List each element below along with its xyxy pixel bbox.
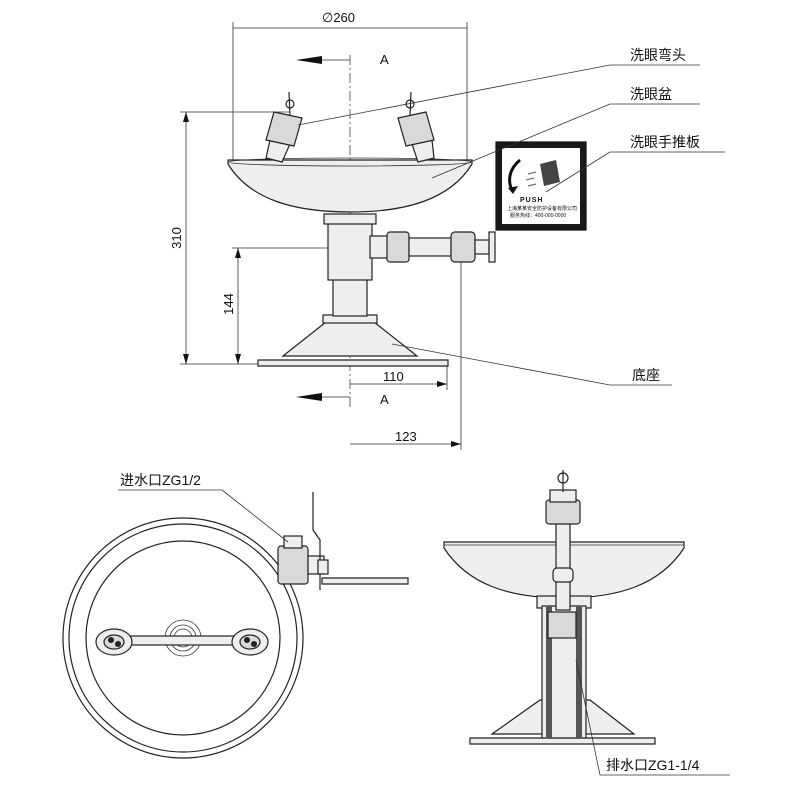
front-elevation: ∅260 A A 310 144 110 [169, 10, 725, 450]
dim-center-plate: 123 [395, 429, 417, 444]
nozzle-right [397, 91, 435, 163]
leader-inlet [221, 489, 289, 543]
callout-bowl: 洗眼盆 [630, 86, 672, 102]
inlet-valve-plan [277, 545, 309, 585]
side-drain-fitting [547, 611, 577, 639]
side-base-plate [469, 737, 656, 745]
hand-icon [540, 160, 560, 186]
side-riser [555, 519, 571, 611]
callout-drain: 排水口ZG1-1/4 [606, 757, 700, 773]
section-mark-top: A [380, 52, 389, 67]
push-line2: 服务热线：400-000-0000 [510, 212, 566, 219]
valve-bracket [488, 231, 496, 263]
eyewash-bowl [227, 159, 473, 213]
callout-nozzle: 洗眼弯头 [630, 47, 686, 63]
leader-nozzle [297, 64, 611, 126]
section-mark-bottom: A [380, 392, 389, 407]
bowl-outer-rim [62, 517, 304, 759]
leader-drain [575, 659, 601, 776]
dim-diameter: ∅260 [322, 10, 355, 25]
bowl-inner [85, 540, 281, 736]
push-label: PUSH [520, 197, 543, 204]
leader-base [391, 343, 611, 386]
dim-height-total: 310 [169, 227, 184, 249]
push-plate-plan [321, 577, 409, 585]
mount-bracket [312, 492, 321, 590]
section-arrow-bottom: A [296, 392, 389, 407]
base-cone [281, 321, 419, 357]
push-plate: PUSH 上海某某安全防护设备有限公司 服务热线：400-000-0000 [495, 141, 587, 231]
callout-push-plate: 洗眼手推板 [630, 134, 700, 150]
leader-bowl [431, 103, 611, 179]
valve-stem [474, 239, 490, 255]
side-nozzle-head [545, 499, 581, 525]
pipe-lower [332, 277, 368, 317]
side-section-view: 排水口ZG1-1/4 [443, 470, 730, 776]
callout-inlet: 进水口ZG1/2 [120, 472, 201, 488]
inlet-pipe [408, 237, 452, 257]
dim-base-radius: 110 [383, 369, 404, 384]
tee-fitting [369, 235, 389, 259]
base-plate [257, 359, 449, 367]
callout-base: 底座 [632, 367, 660, 383]
push-line1: 上海某某安全防护设备有限公司 [507, 205, 577, 212]
section-arrow-top: A [296, 52, 389, 67]
inlet-coupling [386, 231, 410, 263]
spray-bar [117, 635, 247, 646]
dim-height-pipe: 144 [221, 293, 236, 315]
pipe-collar [323, 213, 377, 225]
ball-valve [450, 231, 476, 263]
pipe-upper [327, 221, 373, 281]
nozzle-left [265, 91, 303, 163]
plan-view: 进水口ZG1/2 [62, 472, 409, 759]
leader-push-plate [545, 151, 611, 193]
